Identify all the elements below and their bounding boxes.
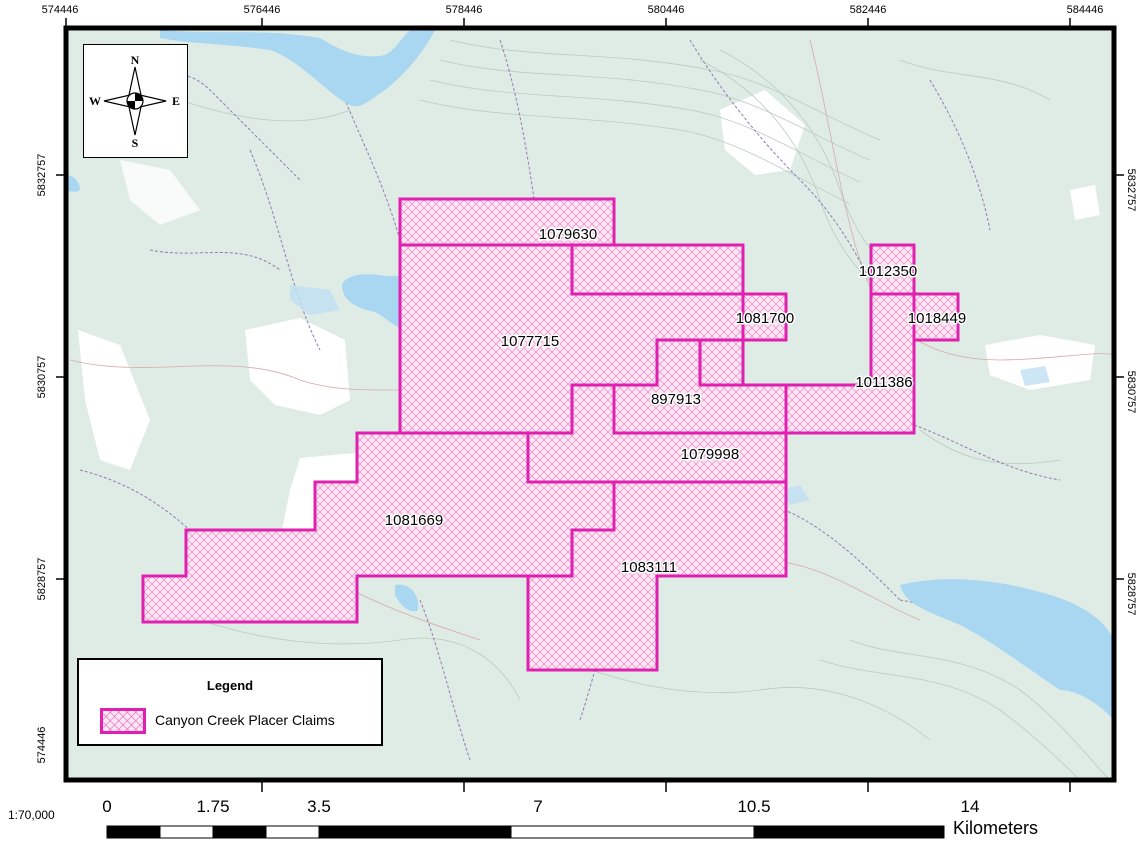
clearing xyxy=(1070,185,1100,220)
pond xyxy=(395,584,419,612)
compass-e: E xyxy=(172,94,180,108)
map-frame xyxy=(63,25,1117,783)
river-upper xyxy=(160,30,435,107)
y-tick-label: 5830757 xyxy=(1125,371,1137,414)
scale-label: 7 xyxy=(533,797,543,816)
wetland xyxy=(290,285,340,315)
y-tick-label: 574446 xyxy=(36,727,48,764)
clearing xyxy=(985,335,1095,390)
y-tick-label: 5832757 xyxy=(1125,169,1137,212)
clearing xyxy=(120,160,200,225)
legend-swatch-claims xyxy=(100,708,146,734)
clearing xyxy=(245,318,350,415)
claim-label: 1081700 xyxy=(736,310,794,327)
y-axis-labels-left: 5832757 5830757 5828757 574446 xyxy=(36,154,48,764)
claim-boundaries xyxy=(357,245,916,578)
claim-labels: 1079630 1077715 1081700 1012350 1018449 … xyxy=(383,225,967,578)
claim-polygon-1081700 xyxy=(741,292,788,342)
x-tick-label: 576446 xyxy=(244,4,281,16)
claim-label: 1079998 xyxy=(681,446,739,463)
scale-unit: Kilometers xyxy=(953,818,1039,838)
x-tick-label: 584446 xyxy=(1067,4,1104,16)
x-axis-ticks xyxy=(56,18,1124,792)
y-tick-label: 5828757 xyxy=(36,558,48,601)
claim-label: 1012350 xyxy=(859,263,917,280)
y-tick-label: 5832757 xyxy=(36,154,48,197)
x-tick-label: 580446 xyxy=(648,4,685,16)
legend: Legend Canyon Creek Placer Claims xyxy=(77,658,383,746)
x-tick-label: 574446 xyxy=(42,4,79,16)
wetland xyxy=(1020,366,1050,386)
compass-rose-icon: N S W E xyxy=(89,53,180,150)
lake-east xyxy=(900,579,1114,720)
x-tick-label: 578446 xyxy=(446,4,483,16)
y-axis-labels-right: 5832757 5830757 5828757 xyxy=(1125,169,1137,616)
contour-lines xyxy=(179,39,1111,780)
x-axis-labels: 574446 576446 578446 580446 582446 58444… xyxy=(42,4,1104,16)
y-tick-label: 5830757 xyxy=(36,356,48,399)
legend-title: Legend xyxy=(206,678,254,693)
claim-label: 1077715 xyxy=(501,333,559,350)
compass-w: W xyxy=(89,94,101,108)
scale-label: 10.5 xyxy=(737,797,771,816)
claim-label: 1081669 xyxy=(385,512,443,529)
claim-polygon-1083111 xyxy=(526,480,788,672)
scale-ratio: 1:70,000 xyxy=(8,808,55,822)
x-tick-label: 582446 xyxy=(850,4,887,16)
claim-label: 897913 xyxy=(651,391,701,408)
scale-label: 14 xyxy=(960,797,980,816)
claim-label: 1083111 xyxy=(621,559,677,576)
scale-label: 3.5 xyxy=(307,797,331,816)
legend-item-label: Canyon Creek Placer Claims xyxy=(155,712,335,728)
clearing xyxy=(720,90,805,175)
claim-label: 1018449 xyxy=(908,310,966,327)
pond xyxy=(66,174,80,192)
y-tick-label: 5828757 xyxy=(1125,573,1137,616)
claim-label: 1079630 xyxy=(539,226,597,243)
scale-bar xyxy=(106,825,945,839)
scale-label: 0 xyxy=(102,797,112,816)
scale-label: 1.75 xyxy=(196,797,230,816)
claim-label: 1011386 xyxy=(855,374,912,391)
compass-s: S xyxy=(132,136,139,150)
north-arrow: N S W E xyxy=(83,44,188,158)
compass-n: N xyxy=(131,53,140,67)
